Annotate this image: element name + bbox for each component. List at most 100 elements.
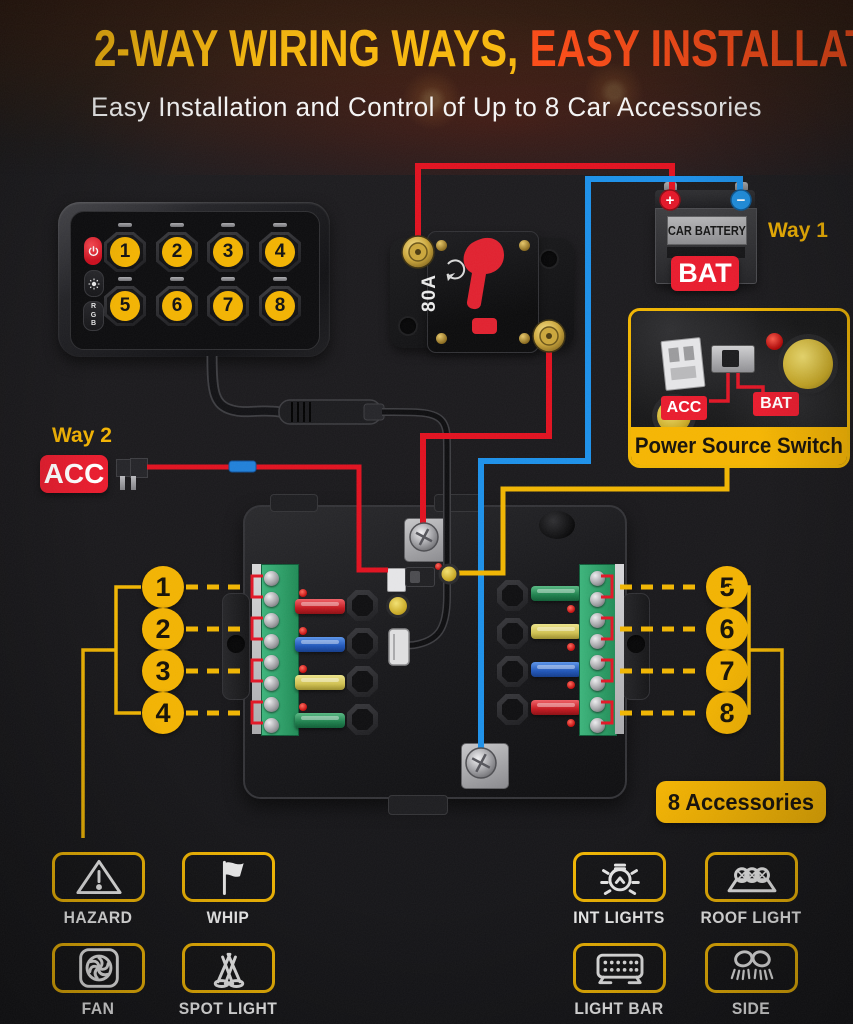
box-tab [270, 494, 318, 512]
terminal-screw [264, 697, 279, 712]
panel-button-4: 4 [259, 223, 301, 272]
rgb-button-label: RGB [90, 303, 97, 328]
battery-label-plate: CAR BATTERY [667, 216, 747, 245]
terminal-screw [264, 676, 279, 691]
led-indicator [221, 277, 235, 281]
rgb-button: RGB [83, 301, 104, 331]
socket [497, 694, 528, 725]
accessory-label: HAZARD [63, 908, 133, 927]
terminal-screw [590, 592, 605, 607]
led-indicator [273, 223, 287, 227]
page-subtitle: Easy Installation and Control of Up to 8… [91, 92, 762, 122]
panel-button-number: 1 [110, 237, 140, 267]
acc-wire-splice-connector [228, 460, 257, 473]
terminal-screw [590, 697, 605, 712]
power-source-switch-inset: ACC BAT Power Source Switch [628, 308, 850, 468]
inset-title-bar: Power Source Switch [631, 427, 847, 465]
accessory-fan [52, 943, 145, 993]
fuse-led [567, 681, 575, 689]
status-led [435, 563, 442, 570]
spot-light-icon [213, 952, 244, 988]
fuse-led [567, 719, 575, 727]
callout-2: 2 [142, 608, 184, 650]
callout-5: 5 [706, 566, 748, 608]
terminal-screw [264, 634, 279, 649]
accessory-hazard [52, 852, 145, 902]
battery-lid [655, 190, 755, 210]
light-bar-icon [596, 953, 643, 985]
fuse-red [531, 700, 581, 715]
accessories-count-text: 8 Accessories [667, 788, 815, 815]
panel-button-2: 2 [156, 223, 198, 272]
panel-button-number: 3 [213, 237, 243, 267]
cable-connector-barrel [278, 399, 382, 425]
accessory-label: ROOF LIGHT [700, 908, 802, 927]
terminal-screw [590, 613, 605, 628]
panel-button-8: 8 [259, 277, 301, 326]
accessory-side [705, 943, 798, 993]
interior-light-icon [599, 863, 640, 895]
screw [519, 333, 530, 344]
acc-input-connector [387, 568, 406, 592]
mount-hole [227, 635, 245, 653]
accessory-label: WHIP [206, 908, 250, 927]
socket [347, 666, 378, 697]
fuse-led [299, 665, 307, 673]
switch-panel: RGB 1 2 3 4 5 6 7 8 [58, 202, 330, 357]
sun-icon [88, 278, 100, 289]
terminal-screw [264, 718, 279, 733]
led-indicator [221, 223, 235, 227]
box-tab [388, 795, 448, 815]
panel-button-number: 8 [265, 291, 295, 321]
rubber-knob [539, 511, 575, 539]
inset-bat-badge: BAT [753, 392, 799, 416]
accessory-spot-light [182, 943, 275, 993]
fuse-green [295, 713, 345, 728]
socket [347, 590, 378, 621]
led-indicator [118, 223, 132, 227]
ground-terminal-plate [461, 743, 509, 789]
fuse-yellow [531, 624, 581, 639]
fuse-led [567, 605, 575, 613]
fuse-tap-prong [131, 476, 136, 490]
fuse-blue [295, 637, 345, 652]
terminal-screw [590, 571, 605, 586]
panel-button-number: 6 [162, 291, 192, 321]
fuse-yellow [295, 675, 345, 690]
fan-icon [78, 948, 119, 988]
power-button [84, 237, 102, 265]
box-tab [434, 494, 482, 512]
terminal-screw [264, 592, 279, 607]
light-bar-dots [603, 960, 638, 972]
mount-hole [400, 318, 416, 334]
callout-8: 8 [706, 692, 748, 734]
power-icon [88, 245, 98, 256]
screw [436, 333, 447, 344]
breaker-rating: 80A [419, 274, 440, 312]
battery-badge: BAT [671, 256, 739, 291]
panel-button-number: 5 [110, 291, 140, 321]
page-title: 2-WAY WIRING WAYS, EASY INSTALLATION [94, 22, 853, 77]
source-select-switch [405, 567, 435, 587]
led-indicator [170, 277, 184, 281]
terminal-screw [264, 571, 279, 586]
fuse-box [222, 494, 650, 815]
accessory-roof-light [705, 852, 798, 902]
terminal-screw [590, 655, 605, 670]
bracket-left [81, 585, 141, 838]
hazard-icon [75, 859, 122, 895]
positive-terminal-plate [404, 518, 450, 562]
mount-hole [541, 251, 557, 267]
accessory-label: INT LIGHTS [573, 908, 665, 927]
terminal-screw [590, 634, 605, 649]
panel-button-number: 2 [162, 237, 192, 267]
roof-light-icon [727, 867, 776, 893]
terminal-strip-right [615, 564, 624, 734]
accessory-label: FAN [81, 999, 115, 1018]
panel-button-7: 7 [207, 277, 249, 326]
breaker-red-lever [463, 237, 504, 310]
fuse-tap-prong [120, 476, 125, 490]
led-indicator [118, 277, 132, 281]
terminal-screw [264, 655, 279, 670]
